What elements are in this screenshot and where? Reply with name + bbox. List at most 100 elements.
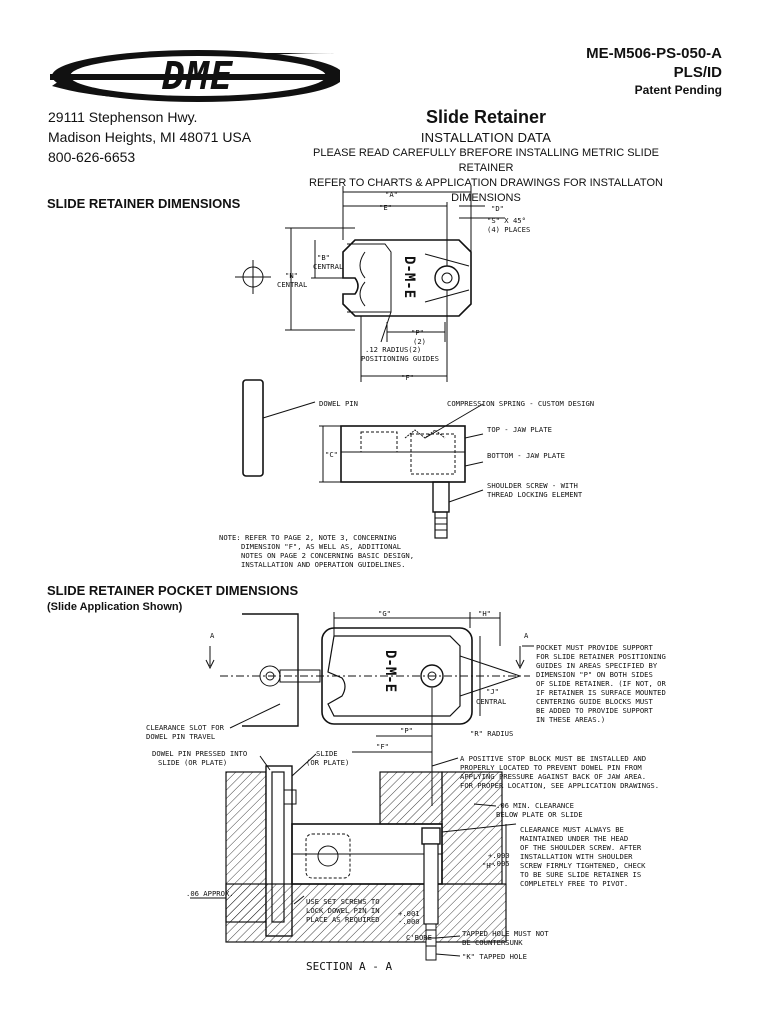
drawing-label: POCKET MUST PROVIDE SUPPORT xyxy=(536,643,654,652)
drawing-label: OF THE SHOULDER SCREW. AFTER xyxy=(520,843,642,852)
drawing-label: "H" xyxy=(478,609,491,618)
drawing-label: "S" X 45° xyxy=(487,216,526,225)
drawing-label: CENTRAL xyxy=(476,697,506,706)
pocket-dimensions-drawing: A A "G" "H" "J" CENTRAL "R" RADIUS "P" "… xyxy=(146,609,666,973)
drawing-label: "D" xyxy=(491,204,504,213)
drawing-label: INSTALLATION WITH SHOULDER xyxy=(520,852,633,861)
drawing-label: A POSITIVE STOP BLOCK MUST BE INSTALLED … xyxy=(460,754,646,763)
drawing-label: THREAD LOCKING ELEMENT xyxy=(487,490,583,499)
doc-id-block: ME-M506-PS-050-A PLS/ID Patent Pending xyxy=(586,44,722,98)
drawing-label: "F" xyxy=(401,373,414,382)
drawing-label: COMPLETELY FREE TO PIVOT. xyxy=(520,879,628,888)
page-title: Slide Retainer xyxy=(425,107,547,127)
drawing-label: BE COUNTERSUNK xyxy=(462,938,523,947)
drawing-label: "F" xyxy=(376,742,389,751)
drawing-label: .06 MIN. CLEARANCE xyxy=(496,801,574,810)
drawing-label: CLEARANCE SLOT FOR xyxy=(146,723,225,732)
drawing-label: CENTRAL xyxy=(277,280,307,289)
drawing-label: "G" xyxy=(378,609,391,618)
drawing-label: +.000 xyxy=(488,851,510,860)
section-subheading-pocket: (Slide Application Shown) xyxy=(47,601,183,613)
doc-number: ME-M506-PS-050-A xyxy=(586,45,722,62)
drawing-label: POSITIONING GUIDES xyxy=(361,354,439,363)
drawing-label: BELOW PLATE OR SLIDE xyxy=(496,810,583,819)
drawing-label: TO BE SURE SLIDE RETAINER IS xyxy=(520,870,641,879)
drawing-label: CENTERING GUIDE BLOCKS MUST xyxy=(536,697,654,706)
drawing-label: "A" xyxy=(385,190,398,199)
section-heading-pocket: SLIDE RETAINER POCKET DIMENSIONS xyxy=(47,583,299,598)
drawing-label: MAINTAINED UNDER THE HEAD xyxy=(520,834,628,843)
drawing-label: "B" xyxy=(317,253,330,262)
drawing-label: "J" xyxy=(486,687,499,696)
drawing-label: C'BORE xyxy=(406,933,432,942)
drawing-label: D-M-E xyxy=(401,256,417,298)
address-street: 29111 Stephenson Hwy. xyxy=(48,109,198,125)
logo-text: DME xyxy=(161,54,234,98)
drawing-label: PLACE AS REQUIRED xyxy=(306,915,380,924)
drawing-label: "C" xyxy=(325,450,338,459)
drawing-label: .06 APPROX. xyxy=(186,889,234,898)
address-phone: 800-626-6653 xyxy=(48,149,136,165)
instruction-line-2: REFER TO CHARTS & APPLICATION DRAWINGS F… xyxy=(309,177,663,204)
note-line-2: DIMENSION "F", AS WELL AS, ADDITIONAL xyxy=(241,542,401,551)
dowel-pin-shape xyxy=(242,379,264,477)
drawing-label: OF SLIDE RETAINER. (IF NOT, OR xyxy=(536,679,666,688)
drawing-label: (OR PLATE) xyxy=(306,758,349,767)
drawing-label: CLEARANCE MUST ALWAYS BE xyxy=(520,825,624,834)
drawing-label: SECTION A - A xyxy=(306,960,392,973)
drawing-label: IF RETAINER IS SURFACE MOUNTED xyxy=(536,688,666,697)
drawing-label: FOR PROPER LOCATION, SEE APPLICATION DRA… xyxy=(460,781,659,790)
drawing-label: .12 RADIUS(2) xyxy=(365,345,421,354)
drawing-label: APPLYING PRESSURE AGAINST BACK OF JAW AR… xyxy=(460,772,646,781)
retainer-plan-outline xyxy=(342,239,472,317)
note-line-4: INSTALLATION AND OPERATION GUIDELINES. xyxy=(241,560,405,569)
company-address: 29111 Stephenson Hwy. Madison Heights, M… xyxy=(48,107,251,167)
drawing-label: PROPERLY LOCATED TO PREVENT DOWEL PIN FR… xyxy=(460,763,642,772)
instruction-line-1: PLEASE READ CAREFULLY BREFORE INSTALLING… xyxy=(313,147,659,174)
drawing-label: FOR SLIDE RETAINER POSITIONING xyxy=(536,652,666,661)
address-city: Madison Heights, MI 48071 USA xyxy=(48,129,252,145)
drawing-label: "N" xyxy=(285,271,298,280)
drawing-label: -.005 xyxy=(488,859,510,868)
drawing-label: "E" xyxy=(379,203,392,212)
drawing-label: -.000 xyxy=(398,917,420,926)
drawing-label: IN THESE AREAS.) xyxy=(536,715,605,724)
drawing-label: SHOULDER SCREW - WITH xyxy=(487,481,578,490)
drawing-label: SLIDE (OR PLATE) xyxy=(158,758,227,767)
drawing-label: SCREW FIRMLY TIGHTENED, CHECK xyxy=(520,861,646,870)
drawing-label: LOCK DOWEL PIN IN xyxy=(306,906,380,915)
note-line-3: NOTES ON PAGE 2 CONCERNING BASIC DESIGN, xyxy=(241,551,414,560)
drawing-label: TOP - JAW PLATE xyxy=(487,425,552,434)
dme-logo: DME xyxy=(50,50,340,102)
drawing-label: "P" xyxy=(411,328,424,337)
slide-retainer-dimensions-drawing: "A" "E" "D" "S" X 45° (4) PLACES "B" CEN… xyxy=(219,186,594,569)
drawing-label: BE ADDED TO PROVIDE SUPPORT xyxy=(536,706,654,715)
drawing-label: "R" RADIUS xyxy=(470,729,513,738)
drawing-label: USE SET SCREWS TO xyxy=(306,897,380,906)
drawing-label: A xyxy=(210,631,215,640)
drawing-label: D-M-E xyxy=(382,650,398,692)
drawing-label: (4) PLACES xyxy=(487,225,530,234)
patent-label: Patent Pending xyxy=(634,83,722,97)
drawing-label: CENTRAL xyxy=(313,262,343,271)
note-line-1: NOTE: REFER TO PAGE 2, NOTE 3, CONCERNIN… xyxy=(219,533,396,542)
drawing-label: +.001 xyxy=(398,909,420,918)
page-subtitle: INSTALLATION DATA xyxy=(420,130,552,145)
drawing-label: "K" TAPPED HOLE xyxy=(462,952,527,961)
drawing-label: DIMENSION "P" ON BOTH SIDES xyxy=(536,670,653,679)
doc-code: PLS/ID xyxy=(673,64,722,81)
drawing-label: BOTTOM - JAW PLATE xyxy=(487,451,565,460)
drawing-label: COMPRESSION SPRING - CUSTOM DESIGN xyxy=(447,399,594,408)
drawing-label: TAPPED HOLE MUST NOT xyxy=(462,929,549,938)
drawing-label: "H" xyxy=(482,861,495,870)
retainer-side-section xyxy=(340,425,466,483)
drawing-label: GUIDES IN AREAS SPECIFIED BY xyxy=(536,661,658,670)
drawing-label: "P" xyxy=(400,726,413,735)
drawing-label: DOWEL PIN TRAVEL xyxy=(146,732,215,741)
title-block: Slide Retainer INSTALLATION DATA PLEASE … xyxy=(290,106,682,206)
drawing-label: DOWEL PIN xyxy=(319,399,358,408)
drawing-label: (2) xyxy=(413,337,426,346)
drawing-label: A xyxy=(524,631,529,640)
drawing-label: SLIDE xyxy=(316,749,338,758)
drawing-label: DOWEL PIN PRESSED INTO xyxy=(152,749,247,758)
